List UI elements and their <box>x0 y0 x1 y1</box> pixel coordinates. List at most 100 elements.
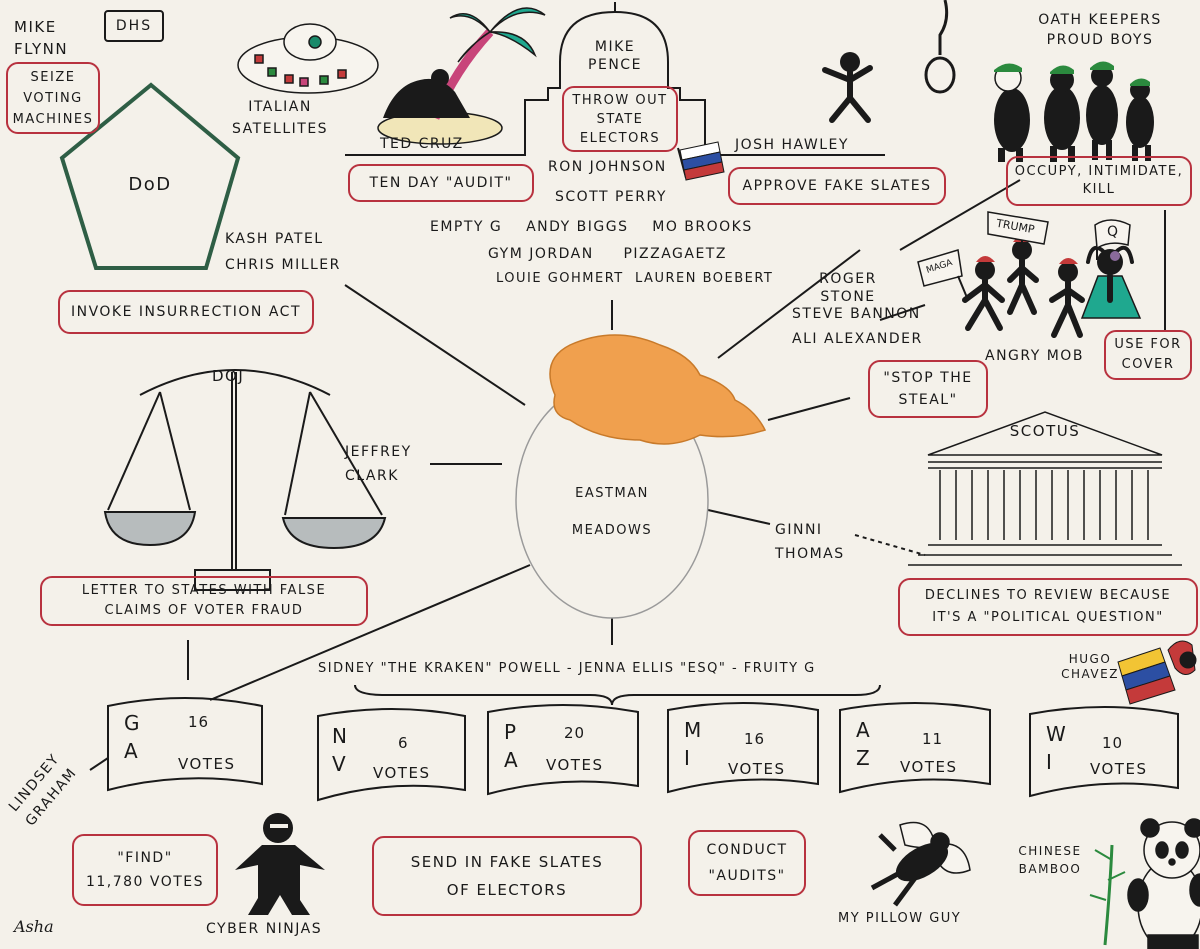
connector-ali <box>879 304 926 321</box>
connector-ginni <box>707 509 771 525</box>
state-letter-2: V <box>332 752 346 776</box>
use-for-cover-box: USE FOR COVER <box>1104 330 1192 380</box>
state-flag-ga: G A 16 VOTES <box>110 705 260 795</box>
state-votes-label: VOTES <box>373 764 431 782</box>
kash-patel-label: KASH PATEL CHRIS MILLER <box>225 231 341 273</box>
state-letter-1: W <box>1046 722 1066 746</box>
dod-label: DoD <box>128 174 172 195</box>
seize-voting-machines-box: SEIZE VOTING MACHINES <box>6 62 100 134</box>
state-letter-1: P <box>504 720 517 744</box>
satellite-icon <box>237 23 379 94</box>
ted-cruz-label: TED CRUZ <box>380 136 464 152</box>
signature: Asha <box>14 917 54 936</box>
state-votes-count: 6 <box>398 734 409 752</box>
state-votes-count: 10 <box>1102 734 1124 752</box>
lawyers-brace <box>354 684 881 706</box>
declines-to-review-box: DECLINES TO REVIEW BECAUSE IT'S A "POLIT… <box>898 578 1198 636</box>
connector-oath <box>899 179 1021 251</box>
connector-graham <box>89 757 109 771</box>
my-pillow-guy-label: MY PILLOW GUY <box>838 911 962 926</box>
trump-head-icon <box>515 334 767 619</box>
approve-fake-slates-box: APPROVE FAKE SLATES <box>728 167 946 205</box>
ten-day-audit-box: TEN DAY "AUDIT" <box>348 164 534 202</box>
mike-pence-label: MIKE PENCE <box>588 39 642 73</box>
state-letter-1: N <box>332 724 347 748</box>
state-flag-mi: M I 16 VOTES <box>670 712 820 802</box>
steve-bannon-label: STEVE BANNON <box>792 306 921 322</box>
state-votes-label: VOTES <box>900 758 958 776</box>
scotus-label: SCOTUS <box>1009 422 1081 440</box>
stop-the-steal-box: "STOP THE STEAL" <box>868 360 988 418</box>
state-flags <box>107 697 1179 802</box>
state-votes-label: VOTES <box>1090 760 1148 778</box>
pillow-guy-icon <box>870 821 971 907</box>
venezuela-flag-icon <box>1117 640 1197 705</box>
house-row-2: GYM JORDAN PIZZAGAETZ <box>488 246 727 262</box>
conduct-audits-box: CONDUCT "AUDITS" <box>688 830 806 896</box>
connector-ga <box>209 564 531 701</box>
state-votes-count: 11 <box>922 730 944 748</box>
angry-mob-figures <box>962 236 1142 338</box>
connector-ginni-scotus <box>854 534 926 556</box>
invoke-insurrection-act-box: INVOKE INSURRECTION ACT <box>58 290 314 334</box>
state-flag-pa: P A 20 VOTES <box>490 714 640 804</box>
stick-figure-icon <box>822 52 873 123</box>
state-letter-2: I <box>684 746 690 770</box>
lawyers-label: SIDNEY "THE KRAKEN" POWELL - JENNA ELLIS… <box>318 661 816 676</box>
connector-dod <box>344 284 526 406</box>
state-letter-2: A <box>504 748 518 772</box>
state-letter-2: Z <box>856 746 870 770</box>
meadows-label: MEADOWS <box>571 523 653 538</box>
send-fake-slates-box: SEND IN FAKE SLATES OF ELECTORS <box>372 836 642 916</box>
connector-stone <box>717 249 861 359</box>
russian-flag-icon <box>677 141 725 181</box>
ali-alexander-label: ALI ALEXANDER <box>792 331 923 347</box>
maga-sign <box>917 249 963 287</box>
letter-to-states-box: LETTER TO STATES WITH FALSE CLAIMS OF VO… <box>40 576 368 626</box>
state-flag-nv: N V 6 VOTES <box>318 718 468 808</box>
state-letter-2: A <box>124 739 138 763</box>
ninja-icon <box>235 813 325 915</box>
house-row-3: LOUIE GOHMERT LAUREN BOEBERT <box>496 271 774 286</box>
find-votes-box: "FIND" 11,780 VOTES <box>72 834 218 906</box>
state-votes-label: VOTES <box>546 756 604 774</box>
state-votes-label: VOTES <box>728 760 786 778</box>
palm-tree-icon <box>377 7 546 145</box>
occupy-intimidate-box: OCCUPY, INTIMIDATE, KILL <box>1006 156 1192 206</box>
italian-satellites-label: ITALIAN SATELLITES <box>232 99 329 137</box>
trump-sign <box>987 211 1049 245</box>
state-flag-az: A Z 11 VOTES <box>842 712 992 802</box>
house-row-1: EMPTY G ANDY BIGGS MO BROOKS <box>430 219 753 235</box>
mike-flynn-label: MIKE FLYNN <box>14 18 69 58</box>
roger-stone-label: ROGER STONE <box>819 271 877 305</box>
scott-perry-label: SCOTT PERRY <box>555 189 667 205</box>
state-letter-2: I <box>1046 750 1052 774</box>
doj-label: DOJ <box>212 367 245 385</box>
state-letter-1: A <box>856 718 870 742</box>
jeffrey-clark-label: JEFFREY CLARK <box>345 444 412 484</box>
scales-icon <box>103 369 387 591</box>
ron-johnson-label: RON JOHNSON <box>548 159 667 175</box>
throw-out-electors-box: THROW OUT STATE ELECTORS <box>562 86 678 152</box>
capitol-icon <box>345 2 885 156</box>
dhs-box: DHS <box>104 10 164 42</box>
state-votes-count: 16 <box>188 713 210 731</box>
oath-keepers-figures <box>994 61 1154 162</box>
chinese-bamboo-label: CHINESE BAMBOO <box>1018 844 1082 876</box>
oath-keepers-label: OATH KEEPERS PROUD BOYS <box>1038 12 1162 48</box>
noose-icon <box>924 0 956 94</box>
q-sign-text: Q <box>1107 224 1120 240</box>
supreme-court-icon <box>908 411 1182 566</box>
q-sign <box>1094 219 1131 250</box>
cyber-ninjas-label: CYBER NINJAS <box>206 921 323 937</box>
state-votes-count: 20 <box>564 724 586 742</box>
hugo-chavez-label: HUGO CHAVEZ <box>1061 652 1119 681</box>
mob-signs <box>917 211 1131 301</box>
ginni-thomas-label: GINNI THOMAS <box>775 522 845 562</box>
angry-mob-label: ANGRY MOB <box>985 348 1084 364</box>
state-flag-wi: W I 10 VOTES <box>1032 716 1182 806</box>
connector-steal <box>767 397 851 421</box>
panda-icon <box>1089 818 1200 949</box>
